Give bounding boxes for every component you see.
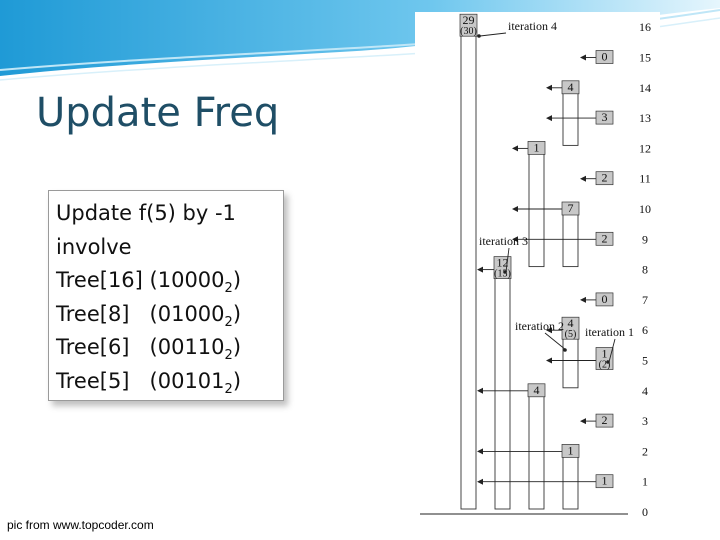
tree-node (561, 201, 580, 216)
node-new-value: (2) (599, 360, 611, 371)
arrow-head (580, 296, 586, 303)
iteration-label: iteration 1 (585, 325, 634, 339)
node-value: 0 (602, 292, 608, 306)
index-label: 12 (639, 141, 651, 155)
node-value: 7 (568, 201, 574, 215)
range-bar (460, 20, 477, 510)
index-label: 5 (642, 354, 648, 368)
index-label: 3 (642, 414, 648, 428)
tree-node (595, 171, 614, 186)
tree-index-line: Tree[5] (001012) (56, 368, 242, 397)
node-value: 1 (534, 140, 540, 154)
index-label: 6 (642, 323, 648, 337)
tree-index-line: Tree[6] (001102) (56, 335, 242, 364)
index-label: 10 (639, 202, 651, 216)
node-new-value: (5) (565, 329, 577, 340)
arrow-head (477, 266, 483, 273)
index-label: 14 (639, 81, 651, 95)
tree-node (561, 80, 580, 95)
tree-node (595, 110, 614, 125)
iteration-pointer (503, 270, 507, 274)
node-new-value: (30) (460, 26, 477, 37)
node-value: 2 (602, 231, 608, 245)
arrow-head (512, 206, 518, 212)
node-value: 1 (602, 474, 608, 488)
range-bar (494, 263, 511, 510)
tree-node (595, 50, 614, 64)
node-value: 2 (602, 171, 608, 185)
tree-node (561, 316, 580, 340)
node-value: 12 (497, 256, 509, 270)
index-label: 15 (639, 51, 651, 65)
iteration-leader (505, 247, 510, 273)
tree-index-line: Tree[16] (100002) (56, 268, 242, 297)
index-label: 4 (642, 384, 648, 398)
tree-node (561, 444, 580, 458)
arrow-head (477, 448, 483, 455)
tree-node (459, 13, 478, 37)
tree-node (595, 413, 614, 428)
iteration-leader (544, 332, 567, 351)
update-explanation-box: Update f(5) by -1 involve Tree[16] (1000… (48, 190, 284, 401)
node-value: 3 (602, 110, 608, 124)
tree-node (527, 141, 546, 155)
arrow-head (546, 84, 552, 91)
index-label: 11 (639, 172, 651, 186)
tree-node (493, 256, 512, 279)
index-label: 13 (639, 111, 651, 125)
node-value: 4 (568, 316, 574, 330)
tree-node (595, 231, 614, 246)
arrow-head (546, 357, 552, 364)
node-value: 4 (534, 383, 540, 397)
range-bar (528, 384, 545, 510)
arrow-head (512, 145, 518, 152)
arrow-head (580, 175, 586, 182)
iteration-label: iteration 3 (479, 234, 528, 248)
index-label: 1 (642, 475, 648, 489)
iteration-label: iteration 4 (508, 19, 557, 33)
arrow-head (512, 236, 518, 243)
node-value: 1 (568, 443, 574, 457)
text-line: involve (56, 234, 132, 259)
node-value: 0 (602, 50, 608, 64)
index-label: 2 (642, 444, 648, 458)
index-label: 7 (642, 293, 648, 307)
tree-node (595, 474, 614, 489)
arrow-head (477, 387, 483, 394)
node-value: 29 (463, 13, 475, 27)
tree-node (527, 383, 546, 398)
slide-title: Update Freq (36, 90, 280, 136)
tree-node (595, 292, 614, 307)
iteration-label: iteration 2 (515, 319, 564, 333)
iteration-leader (479, 32, 507, 37)
range-bar (528, 141, 545, 268)
index-label: 16 (639, 20, 651, 34)
iteration-pointer (563, 348, 567, 352)
arrow-head (546, 115, 552, 122)
arrow-head (580, 54, 586, 61)
index-label: 9 (642, 232, 648, 246)
index-label: 0 (642, 505, 648, 519)
text-line: Update f(5) by -1 (56, 201, 236, 225)
node-value: 4 (568, 80, 574, 94)
tree-index-line: Tree[8] (010002) (56, 301, 242, 330)
iteration-pointer (477, 34, 481, 38)
tree-node (595, 347, 614, 370)
node-value: 2 (602, 413, 608, 427)
node-new-value: (13) (494, 269, 511, 280)
iteration-leader (608, 338, 616, 363)
image-source-caption: pic from www.topcoder.com (7, 518, 154, 532)
node-value: 1 (602, 347, 608, 361)
arrow-head (580, 418, 586, 425)
arrow-head (477, 478, 483, 485)
index-label: 8 (642, 263, 648, 277)
arrow-head (546, 327, 552, 334)
iteration-pointer (606, 360, 610, 364)
